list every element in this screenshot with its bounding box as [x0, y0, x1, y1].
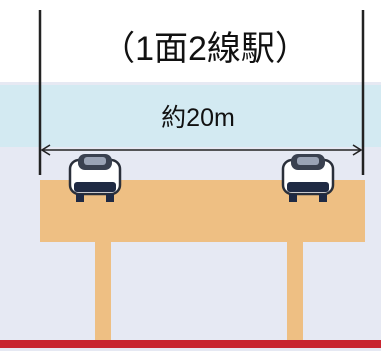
- width-panel: [0, 85, 381, 147]
- deck-slab: [40, 198, 365, 220]
- right-pier: [287, 242, 303, 340]
- ground-line: [0, 340, 381, 348]
- train-front-icon: [68, 154, 122, 202]
- diagram-title: （1面2線駅）: [101, 30, 309, 68]
- width-dimension-arrow: [40, 144, 363, 156]
- train-front-icon: [281, 154, 335, 202]
- width-label: 約20m: [161, 104, 235, 132]
- cross-beam: [40, 220, 365, 242]
- top-white-area: [0, 0, 381, 82]
- left-pier: [95, 242, 111, 340]
